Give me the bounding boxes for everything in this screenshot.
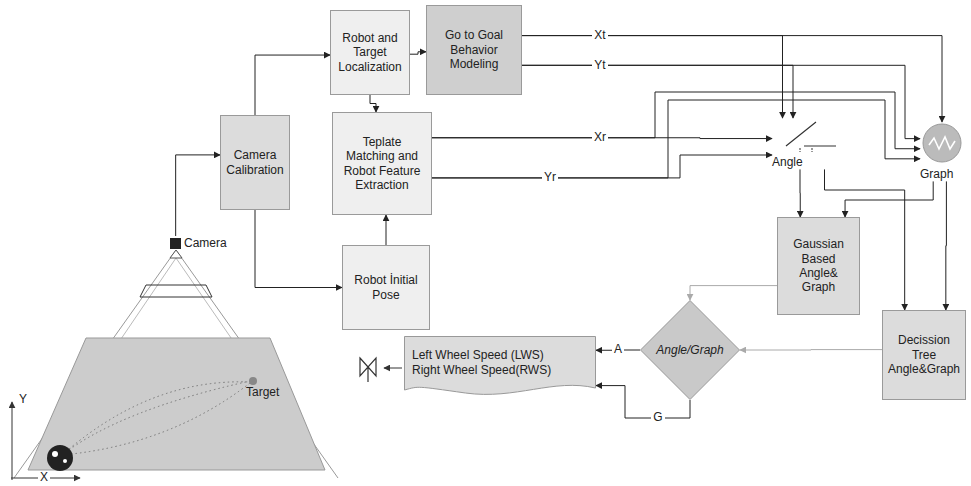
switch-icon — [772, 118, 842, 152]
process-box: Go to Goal Behavior Modeling — [426, 5, 522, 95]
connector — [255, 55, 330, 115]
robot-marker — [63, 459, 67, 463]
connector — [522, 36, 942, 122]
box-text: Teplate Matching and Robot Feature Extra… — [337, 135, 427, 193]
process-box: Gaussian Based Angle& Graph — [777, 217, 860, 315]
node-label: Angle — [772, 155, 842, 169]
connector — [255, 210, 342, 288]
connector — [740, 349, 882, 350]
wheel-symbol — [360, 358, 376, 382]
switch-lever — [786, 122, 836, 146]
graph-icon — [920, 122, 964, 164]
output-arrow — [384, 368, 402, 369]
signal-label: Xr — [592, 131, 608, 144]
connector — [386, 215, 387, 245]
connector — [432, 155, 772, 178]
signal-label: Yr — [542, 171, 558, 184]
diamond-shape — [641, 301, 740, 400]
node-label: Angle/Graph — [656, 343, 723, 357]
process-box: Robot and Target Localization — [330, 10, 410, 95]
box-text: Go to Goal Behavior Modeling — [431, 28, 517, 71]
switch-symbol: Angle — [772, 118, 842, 169]
node-label: Camera — [184, 236, 227, 250]
box-text: Decission Tree Angle&Graph — [887, 333, 961, 376]
connector — [432, 92, 920, 149]
decision-diamond: Angle/Graph — [640, 300, 740, 400]
box-text: Camera Calibration — [225, 148, 285, 177]
graph-symbol: Graph — [920, 122, 964, 181]
connector — [176, 155, 220, 236]
switch-lead — [800, 148, 812, 152]
connector — [370, 95, 376, 112]
process-box: Decission Tree Angle&Graph — [882, 310, 966, 400]
box-text: Robot and Target Localization — [335, 31, 405, 74]
graph-circle — [923, 124, 961, 162]
document-shape — [405, 337, 596, 395]
view-plane — [140, 285, 212, 297]
process-box: Robot İnitial Pose — [342, 245, 430, 330]
connector — [945, 181, 947, 310]
connector — [845, 181, 933, 217]
signal-label: Yt — [592, 59, 607, 72]
output-document: Left Wheel Speed (LWS)Right Wheel Speed(… — [404, 336, 596, 398]
target-dot — [249, 377, 257, 385]
connector — [596, 386, 690, 418]
figure-label: Target — [244, 386, 281, 399]
figure-label: X — [38, 471, 50, 484]
camera-body — [170, 238, 181, 249]
connector — [522, 36, 783, 118]
ground-plane — [28, 338, 325, 470]
box-text: Left Wheel Speed (LWS) — [412, 348, 588, 362]
box-text: Right Wheel Speed(RWS) — [412, 363, 588, 377]
connector — [410, 52, 426, 54]
connector — [522, 65, 920, 138]
figure-label: Y — [17, 393, 29, 406]
process-box: Camera Calibration — [220, 115, 290, 210]
path-line — [62, 382, 250, 455]
graph-wave — [929, 137, 955, 149]
box-text: Robot İnitial Pose — [347, 273, 425, 302]
connector — [800, 169, 801, 217]
camera-node: Camera — [170, 236, 227, 250]
robot — [47, 445, 73, 471]
process-box: Teplate Matching and Robot Feature Extra… — [332, 112, 432, 215]
signal-label: A — [612, 343, 624, 356]
path-line — [62, 383, 250, 455]
connector — [690, 286, 777, 300]
path-line — [62, 381, 250, 455]
camera-view-cone — [14, 250, 338, 478]
node-label: Graph — [920, 167, 964, 181]
signal-label: Xt — [592, 29, 607, 42]
camera-lens — [170, 250, 182, 258]
robot-marker — [52, 451, 58, 457]
box-text: Gaussian Based Angle& Graph — [782, 237, 855, 295]
connector — [432, 100, 920, 178]
y-axis — [12, 402, 13, 480]
signal-label: G — [651, 411, 664, 424]
